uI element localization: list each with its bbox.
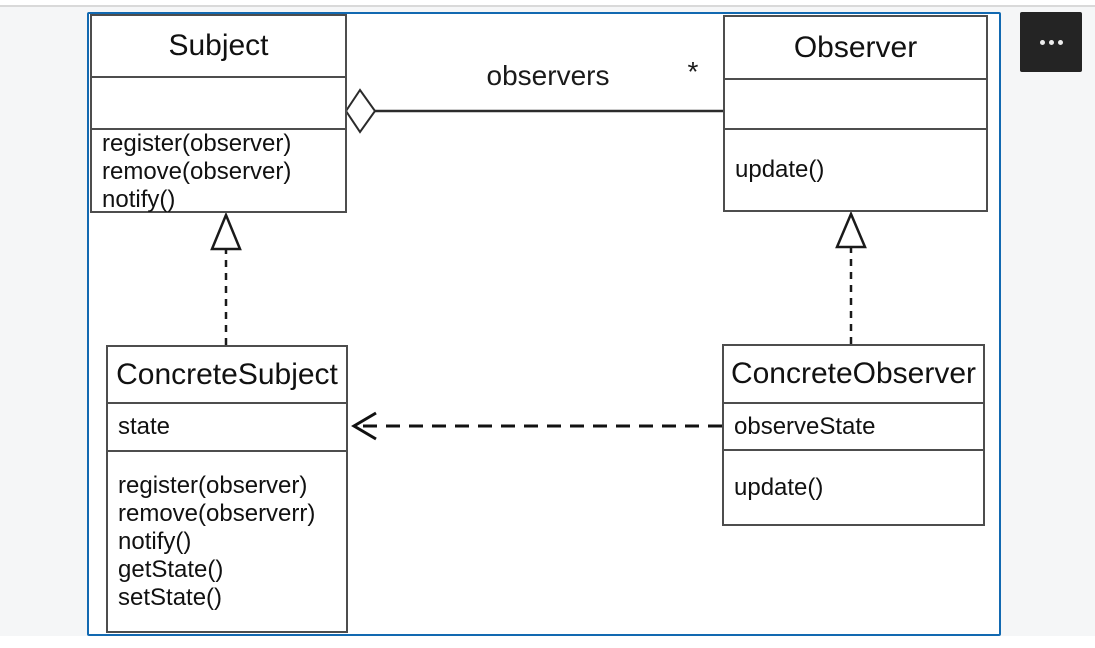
more-options-button[interactable] bbox=[1020, 12, 1082, 72]
class-methods: update() bbox=[724, 451, 983, 524]
class-box-observer: Observer update() bbox=[723, 15, 988, 212]
class-methods: register(observer) remove(observerr) not… bbox=[108, 452, 346, 631]
method: notify() bbox=[118, 527, 192, 555]
method: remove(observerr) bbox=[118, 499, 316, 527]
method: update() bbox=[734, 473, 824, 501]
class-attributes: state bbox=[108, 404, 346, 452]
class-attributes bbox=[92, 78, 345, 130]
association-label: observers bbox=[486, 60, 610, 91]
class-methods: register(observer) remove(observer) noti… bbox=[92, 130, 345, 214]
association-multiplicity: * bbox=[687, 56, 699, 87]
class-attributes bbox=[725, 80, 986, 130]
class-box-concrete-observer: ConcreteObserver observeState update() bbox=[722, 344, 985, 526]
class-methods: update() bbox=[725, 130, 986, 210]
class-box-concrete-subject: ConcreteSubject state register(observer)… bbox=[106, 345, 348, 633]
method: setState() bbox=[118, 583, 223, 611]
method: register(observer) bbox=[102, 130, 292, 157]
class-name: Observer bbox=[725, 17, 986, 80]
method: remove(observer) bbox=[102, 158, 292, 185]
class-box-subject: Subject register(observer) remove(observ… bbox=[90, 14, 347, 213]
class-name: ConcreteObserver bbox=[724, 346, 983, 404]
ellipsis-horizontal-icon bbox=[1039, 39, 1063, 45]
method: notify() bbox=[102, 186, 176, 213]
top-divider bbox=[0, 5, 1095, 7]
class-name: ConcreteSubject bbox=[108, 347, 346, 404]
attribute: state bbox=[118, 413, 171, 440]
attribute: observeState bbox=[734, 412, 876, 440]
method: getState() bbox=[118, 555, 224, 583]
method: update() bbox=[735, 156, 825, 183]
class-attributes: observeState bbox=[724, 404, 983, 451]
class-name: Subject bbox=[92, 16, 345, 78]
method: register(observer) bbox=[118, 471, 308, 499]
